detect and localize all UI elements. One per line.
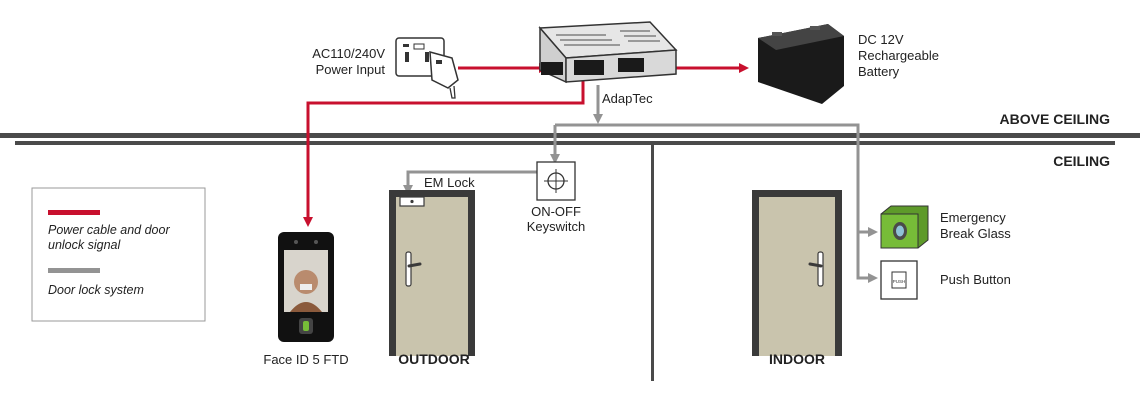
adaptec-power-supply-icon	[538, 21, 678, 84]
face-id-label: Face ID 5 FTD	[263, 352, 348, 367]
push-button-label: Push Button	[940, 272, 1011, 287]
face-id-terminal-icon	[278, 232, 334, 342]
emergency-label-2: Break Glass	[940, 226, 1011, 241]
keyswitch-icon	[536, 161, 576, 201]
ceiling-line-lower	[15, 141, 1115, 145]
battery-icon	[758, 24, 844, 104]
legend-power-label-2: unlock signal	[48, 238, 121, 252]
em-lock-label: EM Lock	[424, 175, 475, 190]
wall-socket-icon	[395, 37, 459, 99]
keyswitch-label-2: Keyswitch	[527, 219, 586, 234]
legend: Power cable and door unlock signal Door …	[31, 187, 206, 322]
legend-lock-label: Door lock system	[48, 283, 144, 297]
room-divider-wall	[651, 145, 654, 381]
legend-lock-swatch	[48, 268, 100, 273]
ceiling-label: CEILING	[1053, 153, 1110, 169]
battery-label-1: DC 12V	[858, 32, 904, 47]
emergency-label-1: Emergency	[940, 210, 1006, 225]
legend-power-swatch	[48, 210, 100, 215]
above-ceiling-label: ABOVE CEILING	[1000, 111, 1111, 127]
battery-label-3: Battery	[858, 64, 900, 79]
adaptec-label: AdapTec	[602, 91, 653, 106]
indoor-door-icon	[752, 190, 842, 356]
push-text: PUSH	[893, 279, 906, 284]
push-button-icon: PUSH	[880, 260, 918, 300]
emergency-break-glass-icon	[880, 205, 929, 249]
keyswitch-label-1: ON-OFF	[531, 204, 581, 219]
outdoor-label: OUTDOOR	[398, 351, 470, 367]
legend-power-label-1: Power cable and door	[48, 223, 170, 237]
power-input-label-1: AC110/240V	[312, 46, 385, 61]
indoor-label: INDOOR	[769, 351, 825, 367]
outdoor-door-icon	[389, 190, 475, 356]
ceiling-line-upper	[0, 133, 1140, 138]
battery-label-2: Rechargeable	[858, 48, 939, 63]
power-input-label-2: Power Input	[316, 62, 386, 77]
